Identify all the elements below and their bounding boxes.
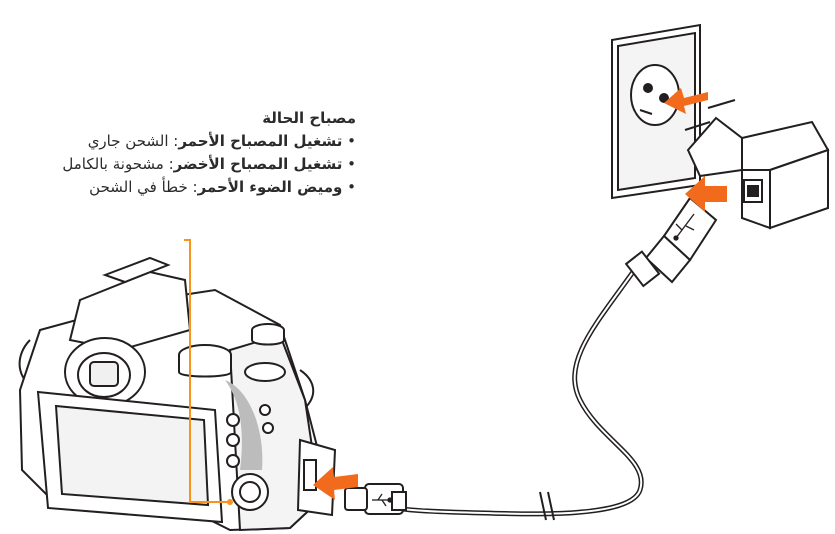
legend-item-label: تشغيل المصباح الأخضر — [174, 155, 343, 173]
legend-item-desc: خطأ في الشحن — [89, 178, 192, 196]
usb-charger-icon — [685, 100, 828, 228]
legend-item-label: تشغيل المصباح الأحمر — [178, 132, 342, 150]
legend-item-red-blink: • وميض الضوء الأحمر: خطأ في الشحن — [16, 176, 356, 199]
bullet: • — [347, 132, 356, 150]
legend-title: مصباح الحالة — [16, 107, 356, 130]
status-lamp-legend: مصباح الحالة • تشغيل المصباح الأحمر: الش… — [16, 107, 356, 199]
wall-outlet-icon — [612, 25, 700, 198]
legend-item-desc: الشحن جاري — [88, 132, 174, 150]
legend-item-green-on: • تشغيل المصباح الأخضر: مشحونة بالكامل — [16, 153, 356, 176]
legend-item-label: وميض الضوء الأحمر — [198, 178, 343, 196]
bullet: • — [347, 178, 356, 196]
bullet: • — [347, 155, 356, 173]
camera-illustration — [20, 258, 335, 530]
legend-item-desc: مشحونة بالكامل — [62, 155, 168, 173]
legend-item-red-on: • تشغيل المصباح الأحمر: الشحن جاري — [16, 130, 356, 153]
status-lamp — [227, 499, 233, 505]
usb-cable-icon — [345, 198, 716, 520]
